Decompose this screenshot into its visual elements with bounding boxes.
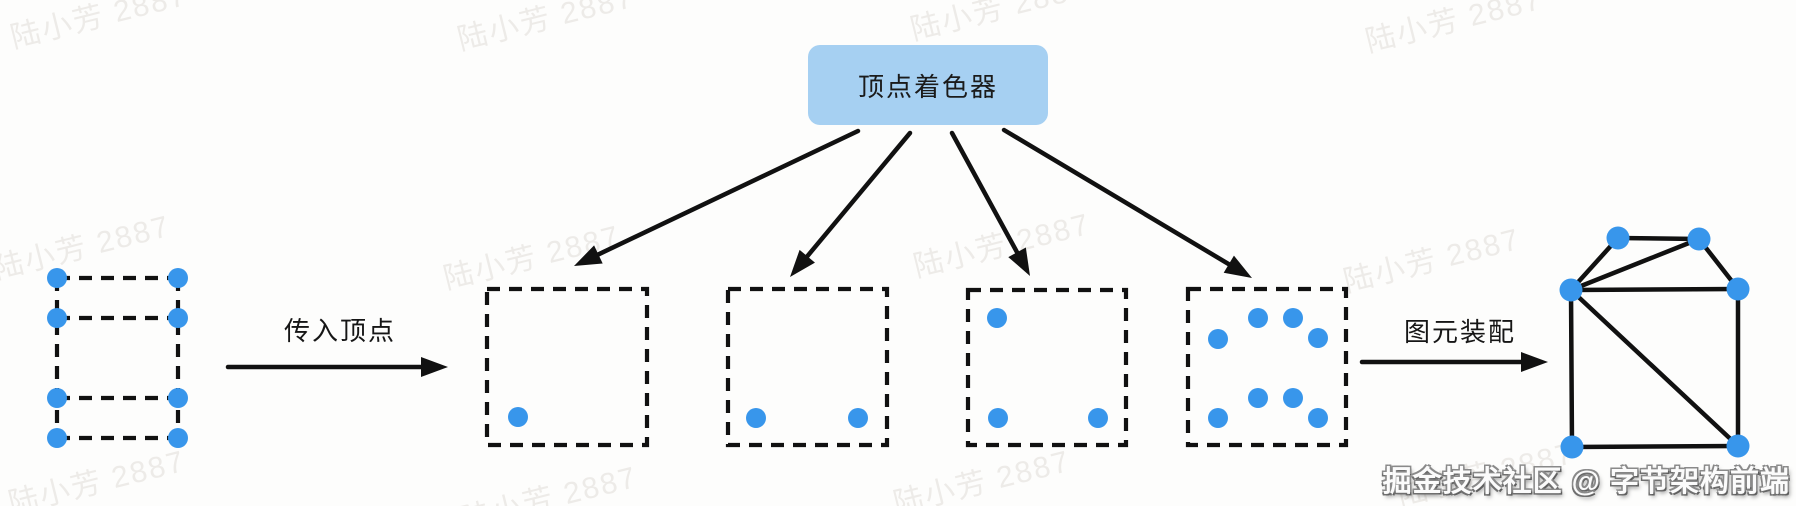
- vertex-dot: [168, 428, 188, 448]
- graph-node: [1606, 226, 1630, 250]
- vertex-dot: [988, 408, 1008, 428]
- vertex-dot: [1088, 408, 1108, 428]
- graph-node: [1560, 435, 1584, 459]
- graph-node: [1687, 227, 1711, 251]
- graph-edge: [1615, 235, 1702, 242]
- graph-node: [1559, 278, 1583, 302]
- input-vertices-label: 传入顶点: [283, 316, 396, 346]
- fan-arrow: [949, 130, 1020, 255]
- vertex-dot: [47, 388, 67, 408]
- vertex-dot: [746, 408, 766, 428]
- vertex-dot: [47, 268, 67, 288]
- flow-arrow-head: [421, 357, 448, 377]
- graph-node: [1726, 277, 1750, 301]
- vertex-dot: [1208, 329, 1228, 349]
- stage-box: [1185, 286, 1349, 448]
- vertex-dot: [47, 428, 67, 448]
- vertex-dot: [508, 407, 528, 427]
- graph-edge: [1568, 286, 1741, 293]
- vertex-dot: [1248, 308, 1268, 328]
- stage-box: [484, 286, 650, 448]
- stage-box: [725, 286, 890, 448]
- graph-edge: [1569, 443, 1741, 450]
- fan-arrow: [805, 130, 913, 259]
- vertex-dot: [1308, 408, 1328, 428]
- vertex-dot: [1283, 388, 1303, 408]
- vertex-dot: [848, 408, 868, 428]
- graph-edge: [1568, 235, 1621, 293]
- vertex-dot: [1308, 328, 1328, 348]
- vertex-shader-box: 顶点着色器: [808, 45, 1048, 125]
- fan-arrow: [1001, 127, 1232, 267]
- vertex-dot: [1208, 408, 1228, 428]
- fan-arrow-head: [790, 249, 815, 277]
- fan-arrow-head: [1223, 255, 1252, 278]
- graph-edge: [1568, 287, 1575, 450]
- vertex-dot: [168, 388, 188, 408]
- fan-arrow-head: [574, 245, 603, 266]
- graph-edge: [1568, 236, 1702, 293]
- graph-node: [1726, 434, 1750, 458]
- stage-box: [965, 287, 1129, 448]
- fan-arrow-head: [1008, 247, 1030, 276]
- graph-edge: [1568, 287, 1741, 449]
- vertex-dot: [1283, 308, 1303, 328]
- vertex-dot: [168, 268, 188, 288]
- vertex-dot: [168, 308, 188, 328]
- flow-arrow-head: [1521, 352, 1548, 372]
- fan-arrow: [596, 128, 861, 257]
- vertex-dot: [987, 308, 1007, 328]
- vertex-dot: [47, 308, 67, 328]
- credit-watermark: 掘金技术社区 @ 字节架构前端: [1382, 466, 1790, 498]
- primitive-assembly-label: 图元装配: [1403, 317, 1516, 347]
- vertex-dot: [1248, 388, 1268, 408]
